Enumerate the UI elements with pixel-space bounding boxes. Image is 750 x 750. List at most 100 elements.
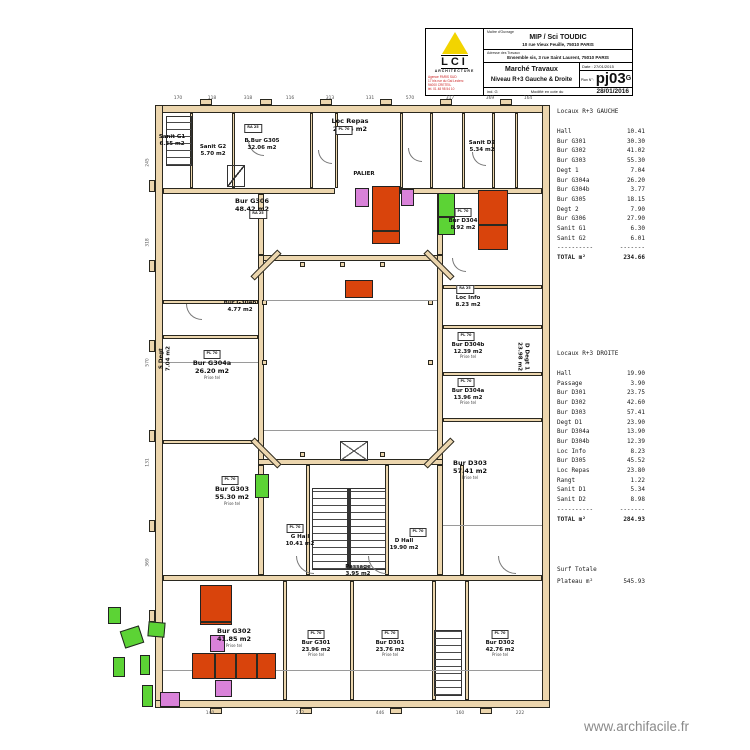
plan-ref: Plan N°: pj03 G — [580, 71, 632, 87]
wall — [163, 188, 335, 194]
facade-stub — [380, 99, 392, 105]
equipment-tag: RA 25 — [456, 285, 474, 294]
summary-value: 545.93 — [623, 578, 645, 585]
wall — [443, 372, 542, 376]
dimension-number: 446 — [375, 711, 385, 716]
green-highlight-mark — [119, 625, 145, 649]
orange-highlight-mark — [478, 190, 508, 250]
equipment-tag: RA 25 — [249, 210, 267, 219]
client-label: Maître d'Ouvrage — [487, 30, 514, 34]
facade-stub — [500, 99, 512, 105]
mark-divider-line — [438, 216, 455, 218]
plan-ref-index: G — [625, 75, 632, 82]
facade-stub — [380, 452, 385, 457]
door-swing-arc — [318, 150, 332, 164]
dimension-line — [163, 670, 542, 671]
date-value: 27/01/2015 — [593, 64, 614, 69]
mark-divider-line — [372, 230, 400, 232]
door-swing-arc — [186, 304, 202, 320]
equipment-tag: PL 70 — [203, 350, 221, 359]
facade-stub — [340, 262, 345, 267]
pink-highlight-mark — [210, 635, 225, 652]
dimension-number: 116 — [285, 96, 295, 101]
duct-shaft — [227, 165, 245, 187]
green-highlight-mark — [147, 621, 166, 638]
equipment-tag: PL 70 — [454, 208, 472, 217]
wall — [443, 285, 542, 289]
plan-ref-label: Plan N°: — [580, 78, 594, 82]
logo-subtitle: ARCHITECTURE — [434, 69, 475, 73]
summary-title: Surf Totale — [557, 566, 597, 573]
wall — [460, 465, 464, 575]
revision-text: Modifié en cote du — [530, 89, 564, 94]
wall — [430, 113, 433, 188]
wall — [310, 113, 313, 188]
equipment-tag: PL 70 — [409, 528, 427, 537]
site-label: Adresse des Travaux — [487, 51, 520, 55]
dimension-number: 317 — [445, 96, 455, 101]
project-row: Marché Travaux Niveau R+3 Gauche & Droit… — [484, 63, 632, 88]
dimension-line — [264, 300, 437, 301]
revision-date: 28/01/2016 — [596, 88, 629, 95]
facade-stub — [149, 180, 155, 192]
facade-stub — [320, 99, 332, 105]
pink-highlight-mark — [215, 680, 232, 697]
dimension-number: 164 — [523, 96, 533, 101]
client-name: MIP / Sci TOUDIC — [529, 34, 587, 41]
project-title: Marché Travaux — [505, 66, 558, 73]
dimension-number: 160 — [455, 711, 465, 716]
wall — [155, 105, 163, 708]
table-dashes: ----------------- — [557, 505, 645, 513]
project-cell: Marché Travaux Niveau R+3 Gauche & Droit… — [484, 63, 580, 87]
green-highlight-mark — [108, 607, 121, 624]
dimension-number: 313 — [325, 96, 335, 101]
equipment-tag: PL 70 — [457, 378, 475, 387]
facade-stub — [428, 360, 433, 365]
date-label: Date : — [582, 64, 593, 69]
facade-stub — [260, 99, 272, 105]
facade-stub — [440, 99, 452, 105]
facade-stub — [390, 708, 402, 714]
plan-ref-code: pj03 — [595, 70, 626, 87]
facade-stub — [149, 610, 155, 622]
wall — [163, 440, 258, 444]
green-highlight-mark — [142, 685, 153, 707]
equipment-tag: PL 70 — [381, 630, 399, 639]
wall — [306, 465, 310, 575]
mark-divider-line — [200, 621, 232, 623]
orange-highlight-mark — [372, 186, 400, 244]
dimension-number: 318 — [145, 238, 151, 247]
pink-highlight-mark — [160, 692, 180, 707]
facade-stub — [149, 430, 155, 442]
equipment-tag: PL 70 — [457, 332, 475, 341]
area-table-summary: Surf Totale Plateau m² 545.93 — [557, 565, 645, 587]
